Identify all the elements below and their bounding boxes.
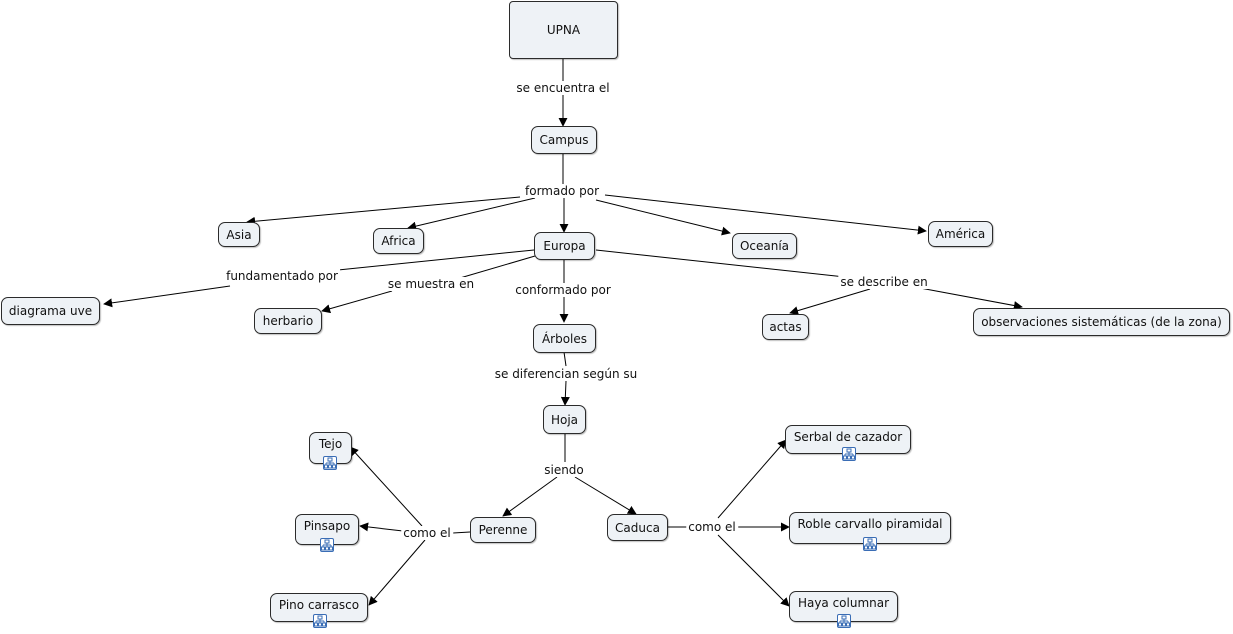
link-comoel-pino <box>368 539 426 606</box>
concept-label: Hoja <box>550 412 579 427</box>
link-comoel-pinsapo <box>359 522 404 532</box>
concept-label: Asia <box>226 227 252 242</box>
concept-arboles[interactable]: Árboles <box>533 324 596 353</box>
concept-america[interactable]: América <box>928 221 993 247</box>
concept-label: observaciones sistemáticas (de la zona) <box>981 315 1222 329</box>
link-siendo-perenne <box>502 476 558 517</box>
concept-label: Africa <box>381 234 416 248</box>
resource-icon[interactable] <box>837 614 851 628</box>
linking-phrase-como-el-right[interactable]: como el <box>686 520 738 534</box>
concept-label: Pinsapo <box>303 519 351 533</box>
concept-upna[interactable]: UPNA <box>509 1 618 59</box>
concept-asia[interactable]: Asia <box>218 222 260 247</box>
concept-label: actas <box>769 320 802 334</box>
link-europa-fundamentado <box>337 249 535 271</box>
link-europa-muestra <box>459 255 536 279</box>
concept-label: Árboles <box>541 331 588 346</box>
concept-label: herbario <box>262 314 314 328</box>
link-perenne-comoel <box>452 531 471 534</box>
link-muestra-herbario <box>321 290 393 314</box>
link-fundamentado-uve <box>103 285 231 308</box>
link-comoel-tejo <box>349 446 423 527</box>
concept-diagrama-uve[interactable]: diagrama uve <box>1 297 100 325</box>
concept-haya-columnar[interactable]: Haya columnar <box>789 591 898 628</box>
linking-phrase-formado-por[interactable]: formado por <box>523 184 601 198</box>
linking-phrase-se-diferencian-segun-su[interactable]: se diferencian según su <box>492 367 640 381</box>
link-siendo-caduca <box>574 476 637 515</box>
link-formado-africa <box>407 197 536 231</box>
concept-label: Serbal de cazador <box>793 430 903 444</box>
link-europa-describe <box>595 249 846 278</box>
concept-label: UPNA <box>546 23 581 37</box>
linking-phrase-se-describe-en[interactable]: se describe en <box>838 275 930 289</box>
link-describe-actas <box>789 288 871 315</box>
resource-icon[interactable] <box>323 456 337 470</box>
resource-icon[interactable] <box>313 614 327 628</box>
concept-herbario[interactable]: herbario <box>254 308 322 334</box>
concept-label: Europa <box>543 239 586 253</box>
link-comoel-serbal <box>717 439 787 519</box>
concept-hoja[interactable]: Hoja <box>543 405 586 434</box>
concept-roble-carvallo-piramidal[interactable]: Roble carvallo piramidal <box>789 512 951 551</box>
link-describe-observaciones <box>919 287 1023 310</box>
concept-label: América <box>935 227 986 241</box>
link-formado-america <box>604 194 927 235</box>
concept-label: Pino carrasco <box>278 598 360 612</box>
concept-label: Roble carvallo piramidal <box>797 517 943 531</box>
link-formado-oceania <box>595 199 731 236</box>
linking-phrase-fundamentado-por[interactable]: fundamentado por <box>224 269 340 283</box>
linking-phrase-se-encuentra-el[interactable]: se encuentra el <box>514 81 612 95</box>
concept-oceania[interactable]: Oceanía <box>732 233 797 259</box>
concept-perenne[interactable]: Perenne <box>470 517 536 543</box>
concept-caduca[interactable]: Caduca <box>607 514 668 541</box>
concept-actas[interactable]: actas <box>762 314 809 340</box>
resource-icon[interactable] <box>320 538 334 552</box>
concept-label: Tejo <box>318 437 343 451</box>
concept-label: Oceanía <box>739 239 790 253</box>
concept-label: Campus <box>539 133 589 147</box>
link-diferencian-hoja <box>560 380 570 406</box>
concept-serbal-de-cazador[interactable]: Serbal de cazador <box>785 425 911 461</box>
concept-observaciones[interactable]: observaciones sistemáticas (de la zona) <box>973 308 1230 336</box>
concept-tejo[interactable]: Tejo <box>309 432 352 470</box>
resource-icon[interactable] <box>863 537 877 551</box>
linking-phrase-se-muestra-en[interactable]: se muestra en <box>385 277 477 291</box>
concept-label: Perenne <box>478 523 528 537</box>
link-arboles-diferencian <box>563 351 567 367</box>
concept-label: Haya columnar <box>797 596 890 610</box>
link-comoel-haya <box>717 534 790 607</box>
concept-africa[interactable]: Africa <box>373 228 424 254</box>
concept-campus[interactable]: Campus <box>531 126 597 154</box>
concept-pino-carrasco[interactable]: Pino carrasco <box>270 593 368 628</box>
linking-phrase-siendo[interactable]: siendo <box>542 463 586 477</box>
concept-europa[interactable]: Europa <box>534 232 595 260</box>
resource-icon[interactable] <box>842 447 856 461</box>
concept-pinsapo[interactable]: Pinsapo <box>295 514 359 552</box>
linking-phrase-conformado-por[interactable]: conformado por <box>513 283 613 297</box>
linking-phrase-como-el-left[interactable]: como el <box>401 526 453 540</box>
link-formado-asia <box>246 196 521 226</box>
concept-label: Caduca <box>615 520 660 535</box>
concept-label: diagrama uve <box>8 304 93 318</box>
